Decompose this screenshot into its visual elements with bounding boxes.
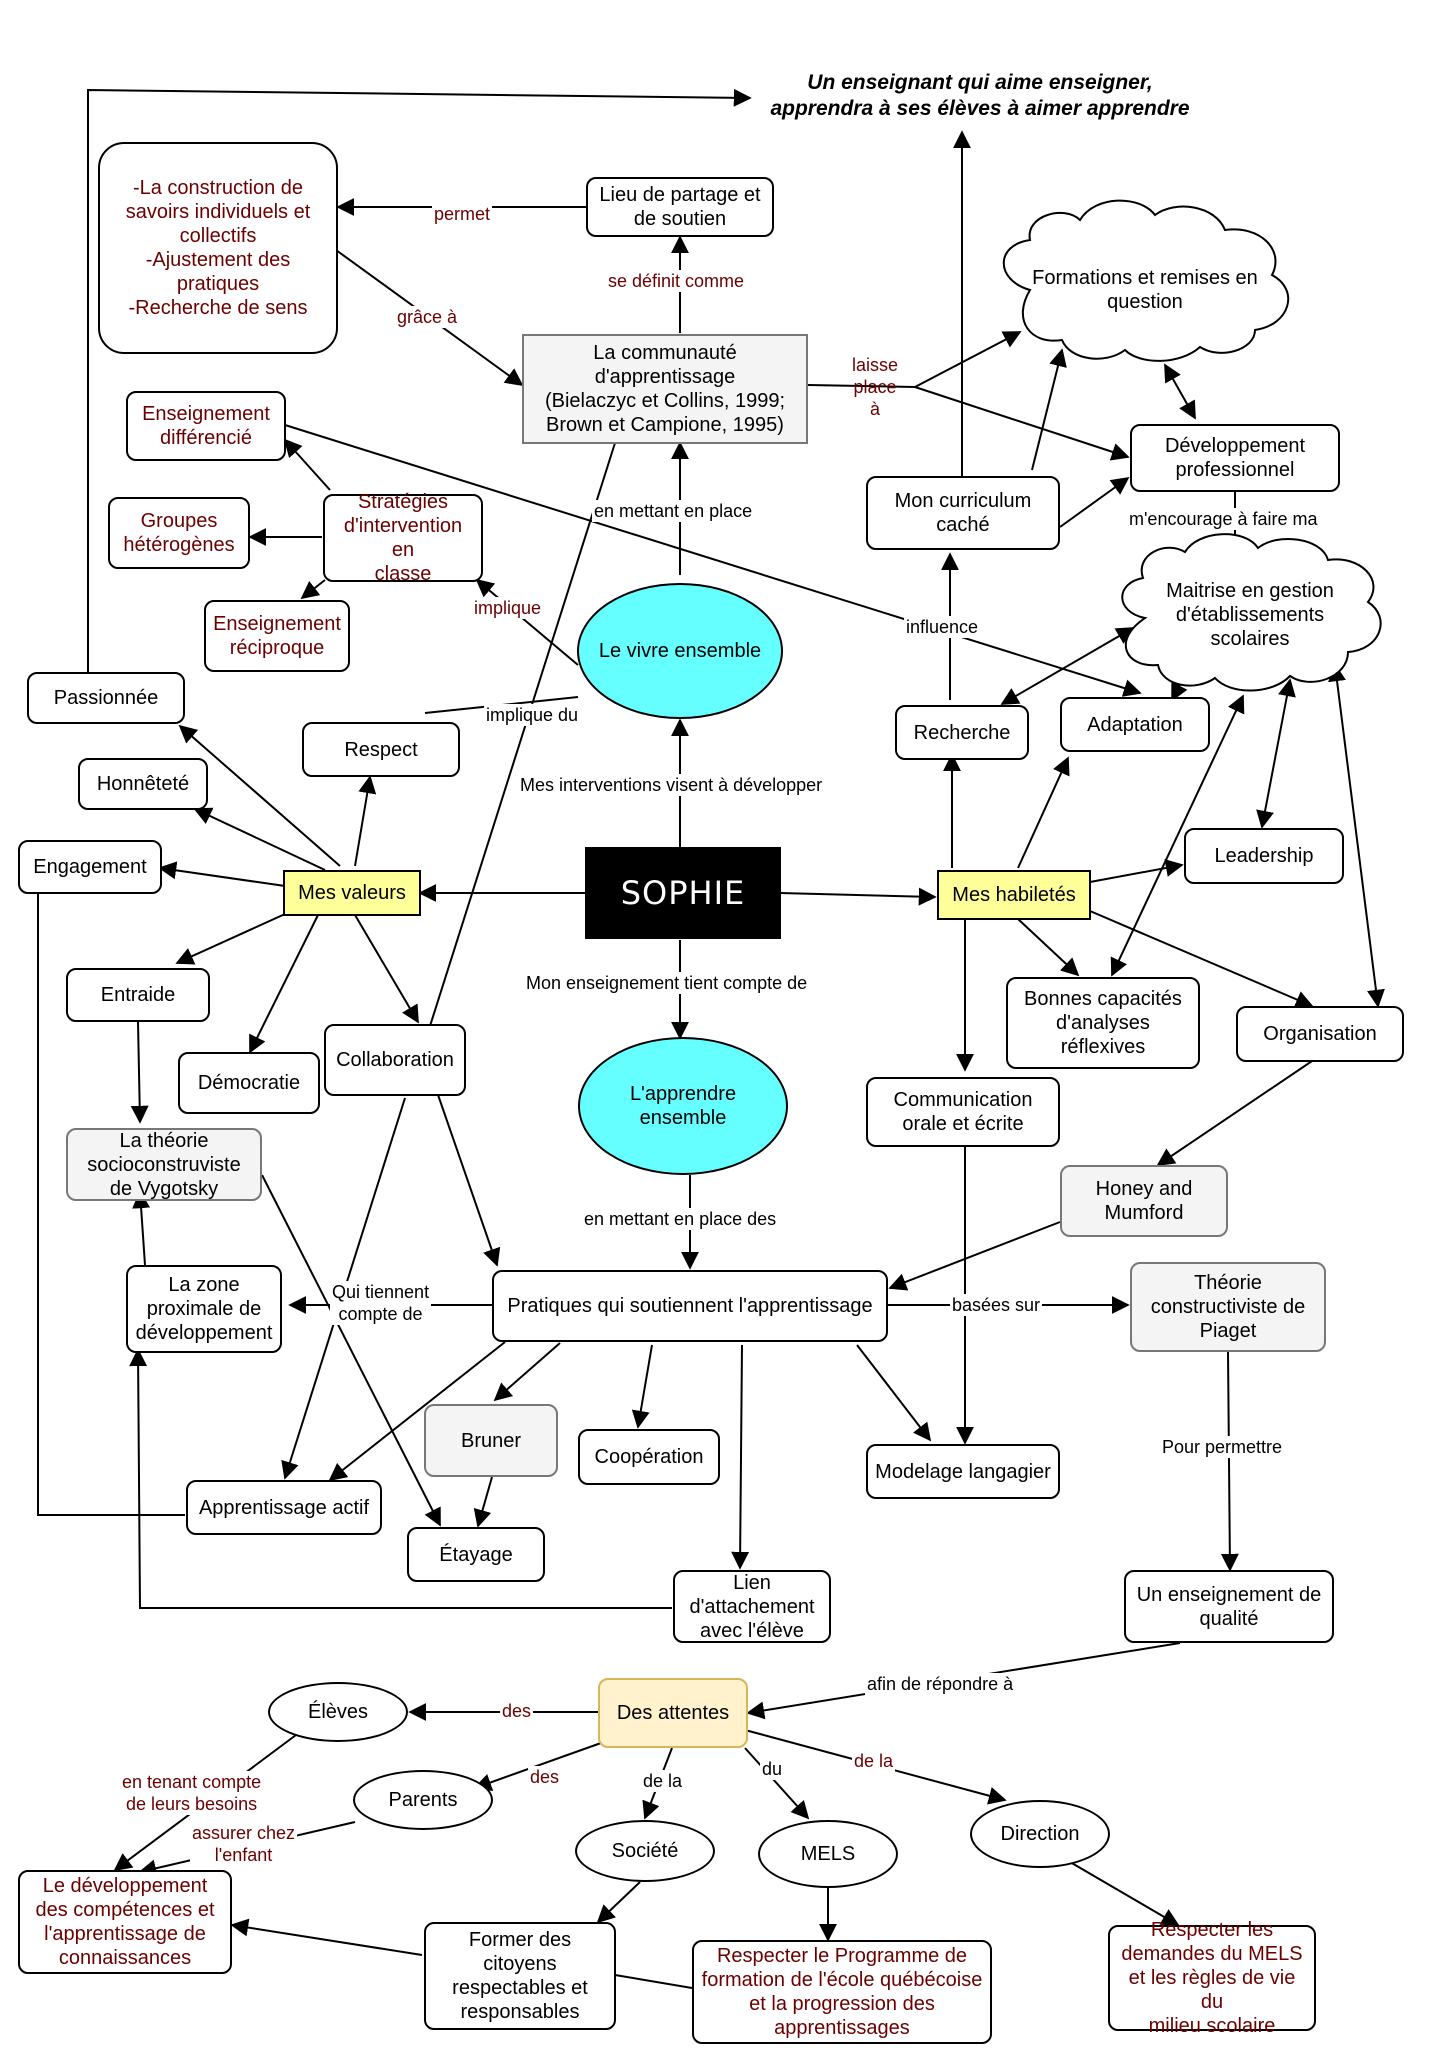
node-societe: Société xyxy=(575,1820,715,1882)
node-engagement: Engagement xyxy=(18,840,162,894)
node-bruner: Bruner xyxy=(424,1404,558,1477)
node-capacites-reflexives: Bonnes capacités d'analyses réflexives xyxy=(1006,977,1200,1069)
node-apprendre-ensemble: L'apprendre ensemble xyxy=(578,1037,788,1175)
node-adaptation: Adaptation xyxy=(1060,697,1210,752)
node-developpement-competences: Le développement des compétences et l'ap… xyxy=(18,1870,232,1974)
label-en-mettant-des: en mettant en place des xyxy=(582,1208,779,1230)
node-curriculum: Mon curriculum caché xyxy=(866,476,1060,550)
node-piaget: Théorie constructiviste de Piaget xyxy=(1130,1262,1326,1352)
node-cooperation: Coopération xyxy=(578,1429,720,1485)
node-organisation: Organisation xyxy=(1236,1006,1404,1062)
node-recherche: Recherche xyxy=(895,705,1029,760)
label-influence: influence xyxy=(904,616,981,638)
node-mes-habiletes: Mes habiletés xyxy=(937,870,1091,920)
node-pratiques: Pratiques qui soutiennent l'apprentissag… xyxy=(492,1270,888,1342)
node-savoirs: -La construction de savoirs individuels … xyxy=(98,142,338,354)
label-des-eleves: des xyxy=(500,1700,534,1722)
node-etayage: Étayage xyxy=(407,1527,545,1582)
node-eleves: Élèves xyxy=(268,1682,408,1742)
label-encourage: m'encourage à faire ma xyxy=(1127,508,1320,530)
node-enseignement-reciproque: Enseignement réciproque xyxy=(204,600,350,672)
node-lien-attachement: Lien d'attachement avec l'élève xyxy=(673,1570,831,1643)
node-maitrise: Maitrise en gestion d'établissements sco… xyxy=(1166,580,1334,650)
cloud-shape-formations xyxy=(1002,199,1290,362)
label-implique-du: implique du xyxy=(484,704,581,726)
node-strategies: Stratégies d'intervention en classe xyxy=(323,491,483,585)
node-former-citoyens: Former des citoyens respectables et resp… xyxy=(424,1922,616,2030)
node-programme-formation: Respecter le Programme de formation de l… xyxy=(692,1940,992,2044)
node-enseignement-qualite: Un enseignement de qualité xyxy=(1124,1570,1334,1643)
label-besoins: en tenant compte de leurs besoins xyxy=(120,1771,264,1815)
label-de-la-direction: de la xyxy=(852,1750,896,1772)
node-des-attentes: Des attentes xyxy=(598,1678,748,1748)
cloud-shape-maitrise xyxy=(1121,533,1382,692)
label-permet: permet xyxy=(432,203,493,225)
label-du-mels: du xyxy=(760,1758,785,1780)
label-tient-compte: Mon enseignement tient compte de xyxy=(524,972,810,994)
node-groupes-heterogenes: Groupes hétérogènes xyxy=(108,497,250,569)
node-sophie: SOPHIE xyxy=(585,847,781,939)
label-en-mettant-en-place: en mettant en place xyxy=(592,500,755,522)
node-vivre-ensemble: Le vivre ensemble xyxy=(577,583,783,719)
node-honnetete: Honnêteté xyxy=(78,758,208,810)
quote-text: Un enseignant qui aime enseigner, appren… xyxy=(770,71,1190,120)
node-modelage: Modelage langagier xyxy=(866,1444,1060,1499)
node-demandes-mels: Respecter les demandes du MELS et les rè… xyxy=(1108,1919,1316,2037)
label-se-definit: se définit comme xyxy=(606,270,747,292)
node-respect: Respect xyxy=(302,722,460,777)
label-de-la-societe: de la xyxy=(641,1770,685,1792)
node-democratie: Démocratie xyxy=(178,1052,320,1114)
node-communication: Communication orale et écrite xyxy=(866,1077,1060,1147)
node-honey-mumford: Honey and Mumford xyxy=(1060,1165,1228,1237)
node-enseignement-differencie: Enseignement différencié xyxy=(126,391,286,461)
node-lieu-partage: Lieu de partage et de soutien xyxy=(586,177,774,237)
node-leadership: Leadership xyxy=(1184,828,1344,884)
node-communaute: La communauté d'apprentissage (Bielaczyc… xyxy=(522,334,808,444)
node-collaboration: Collaboration xyxy=(324,1024,466,1096)
label-implique: implique xyxy=(472,597,544,619)
label-grace: grâce à xyxy=(395,306,460,328)
node-apprentissage-actif: Apprentissage actif xyxy=(186,1480,382,1535)
label-pour-permettre: Pour permettre xyxy=(1160,1436,1285,1458)
node-vygotsky: La théorie socioconstruviste de Vygotsky xyxy=(66,1128,262,1201)
label-interventions: Mes interventions visent à développer xyxy=(518,774,825,796)
node-developpement: Développement professionnel xyxy=(1130,424,1340,492)
label-assurer: assurer chez l'enfant xyxy=(190,1822,298,1866)
node-passionnee: Passionnée xyxy=(27,672,185,724)
node-entraide: Entraide xyxy=(66,968,210,1022)
node-mels: MELS xyxy=(758,1820,898,1888)
label-qui-tiennent: Qui tiennent compte de xyxy=(330,1281,432,1325)
label-laisse-place: laisse place à xyxy=(852,355,899,419)
label-afin: afin de répondre à xyxy=(865,1673,1016,1695)
node-parents: Parents xyxy=(353,1770,493,1830)
node-zone-proximale: La zone proximale de développement xyxy=(126,1265,282,1353)
node-mes-valeurs: Mes valeurs xyxy=(283,870,421,916)
node-direction: Direction xyxy=(970,1800,1110,1868)
label-des-parents: des xyxy=(528,1766,562,1788)
label-basees-sur: basées sur xyxy=(950,1294,1043,1316)
node-formations: Formations et remises en question xyxy=(1032,267,1258,313)
